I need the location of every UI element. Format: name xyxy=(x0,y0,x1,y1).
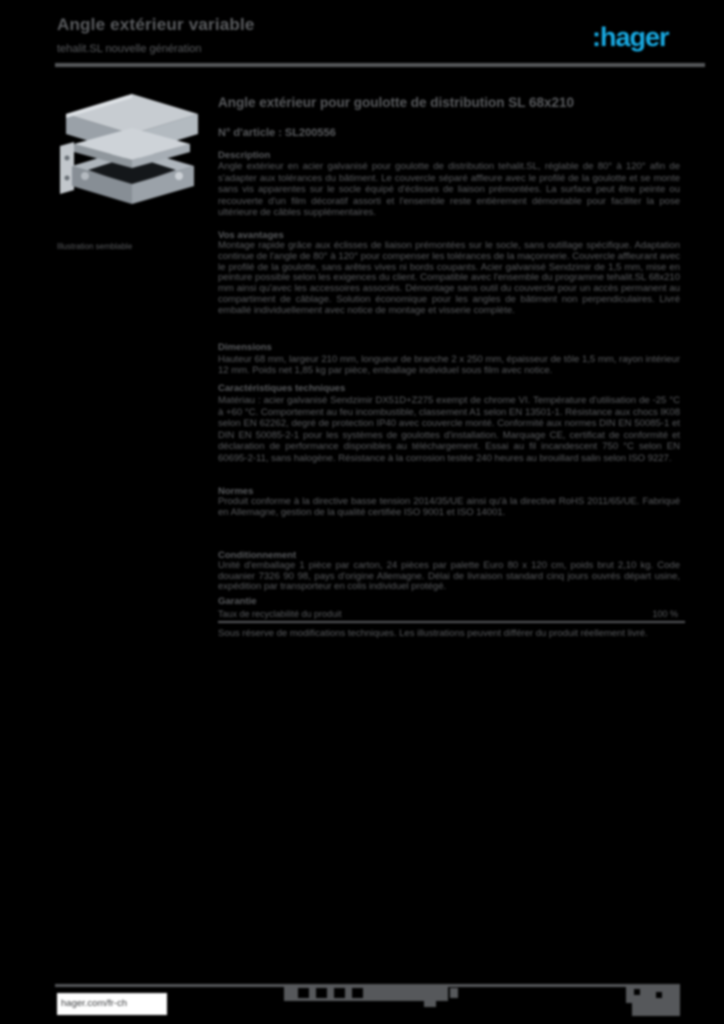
section-heading-dimensions: Dimensions xyxy=(218,342,272,353)
website-link[interactable]: hager.com/fr-ch xyxy=(57,993,167,1015)
advantages-text: Montage rapide grâce aux éclisses de lia… xyxy=(218,240,680,316)
disclaimer-note: Sous réserve de modifications techniques… xyxy=(218,628,648,639)
product-image-caption: Illustration semblable xyxy=(57,242,133,251)
product-title: Angle extérieur pour goulotte de distrib… xyxy=(218,95,575,110)
qr-code xyxy=(626,984,680,1003)
header-subtitle: tehalit.SL nouvelle génération xyxy=(57,43,202,55)
recyclability-row: Taux de recyclabilité du produit 100 % xyxy=(218,609,678,619)
certification-icon xyxy=(352,988,363,998)
note-rule xyxy=(218,621,685,623)
recyclability-value: 100 % xyxy=(652,609,678,619)
description-text: Angle extérieur en acier galvanisé pour … xyxy=(218,161,680,218)
technical-text: Matériau : acier galvanisé Sendzimir DX5… xyxy=(218,395,680,464)
packaging-text: Unité d'emballage 1 pièce par carton, 24… xyxy=(218,560,680,592)
header-rule xyxy=(55,63,705,67)
product-image xyxy=(60,94,198,204)
section-heading-description: Description xyxy=(218,150,271,161)
section-heading-advantages: Vos avantages xyxy=(218,230,284,241)
section-heading-standards: Normes xyxy=(218,486,254,497)
certification-icons xyxy=(284,985,448,1001)
section-heading-packaging: Conditionnement xyxy=(218,550,297,561)
product-reference: N° d'article : SL200556 xyxy=(218,127,336,139)
dimensions-text: Hauteur 68 mm, largeur 210 mm, longueur … xyxy=(218,354,680,376)
section-heading-warranty: Garantie xyxy=(218,596,257,607)
hager-logo: :hager xyxy=(592,22,670,52)
qr-code-lower xyxy=(632,1003,680,1016)
recyclability-label: Taux de recyclabilité du produit xyxy=(218,609,342,619)
certification-icon xyxy=(316,988,327,998)
certification-icon xyxy=(334,988,345,998)
certification-band-tail xyxy=(424,1001,436,1007)
header-title: Angle extérieur variable xyxy=(57,15,255,34)
standards-text: Produit conforme à la directive basse te… xyxy=(218,496,680,518)
certification-band-stub xyxy=(450,988,458,998)
section-heading-technical: Caractéristiques techniques xyxy=(218,383,346,394)
certification-icon xyxy=(298,988,309,998)
